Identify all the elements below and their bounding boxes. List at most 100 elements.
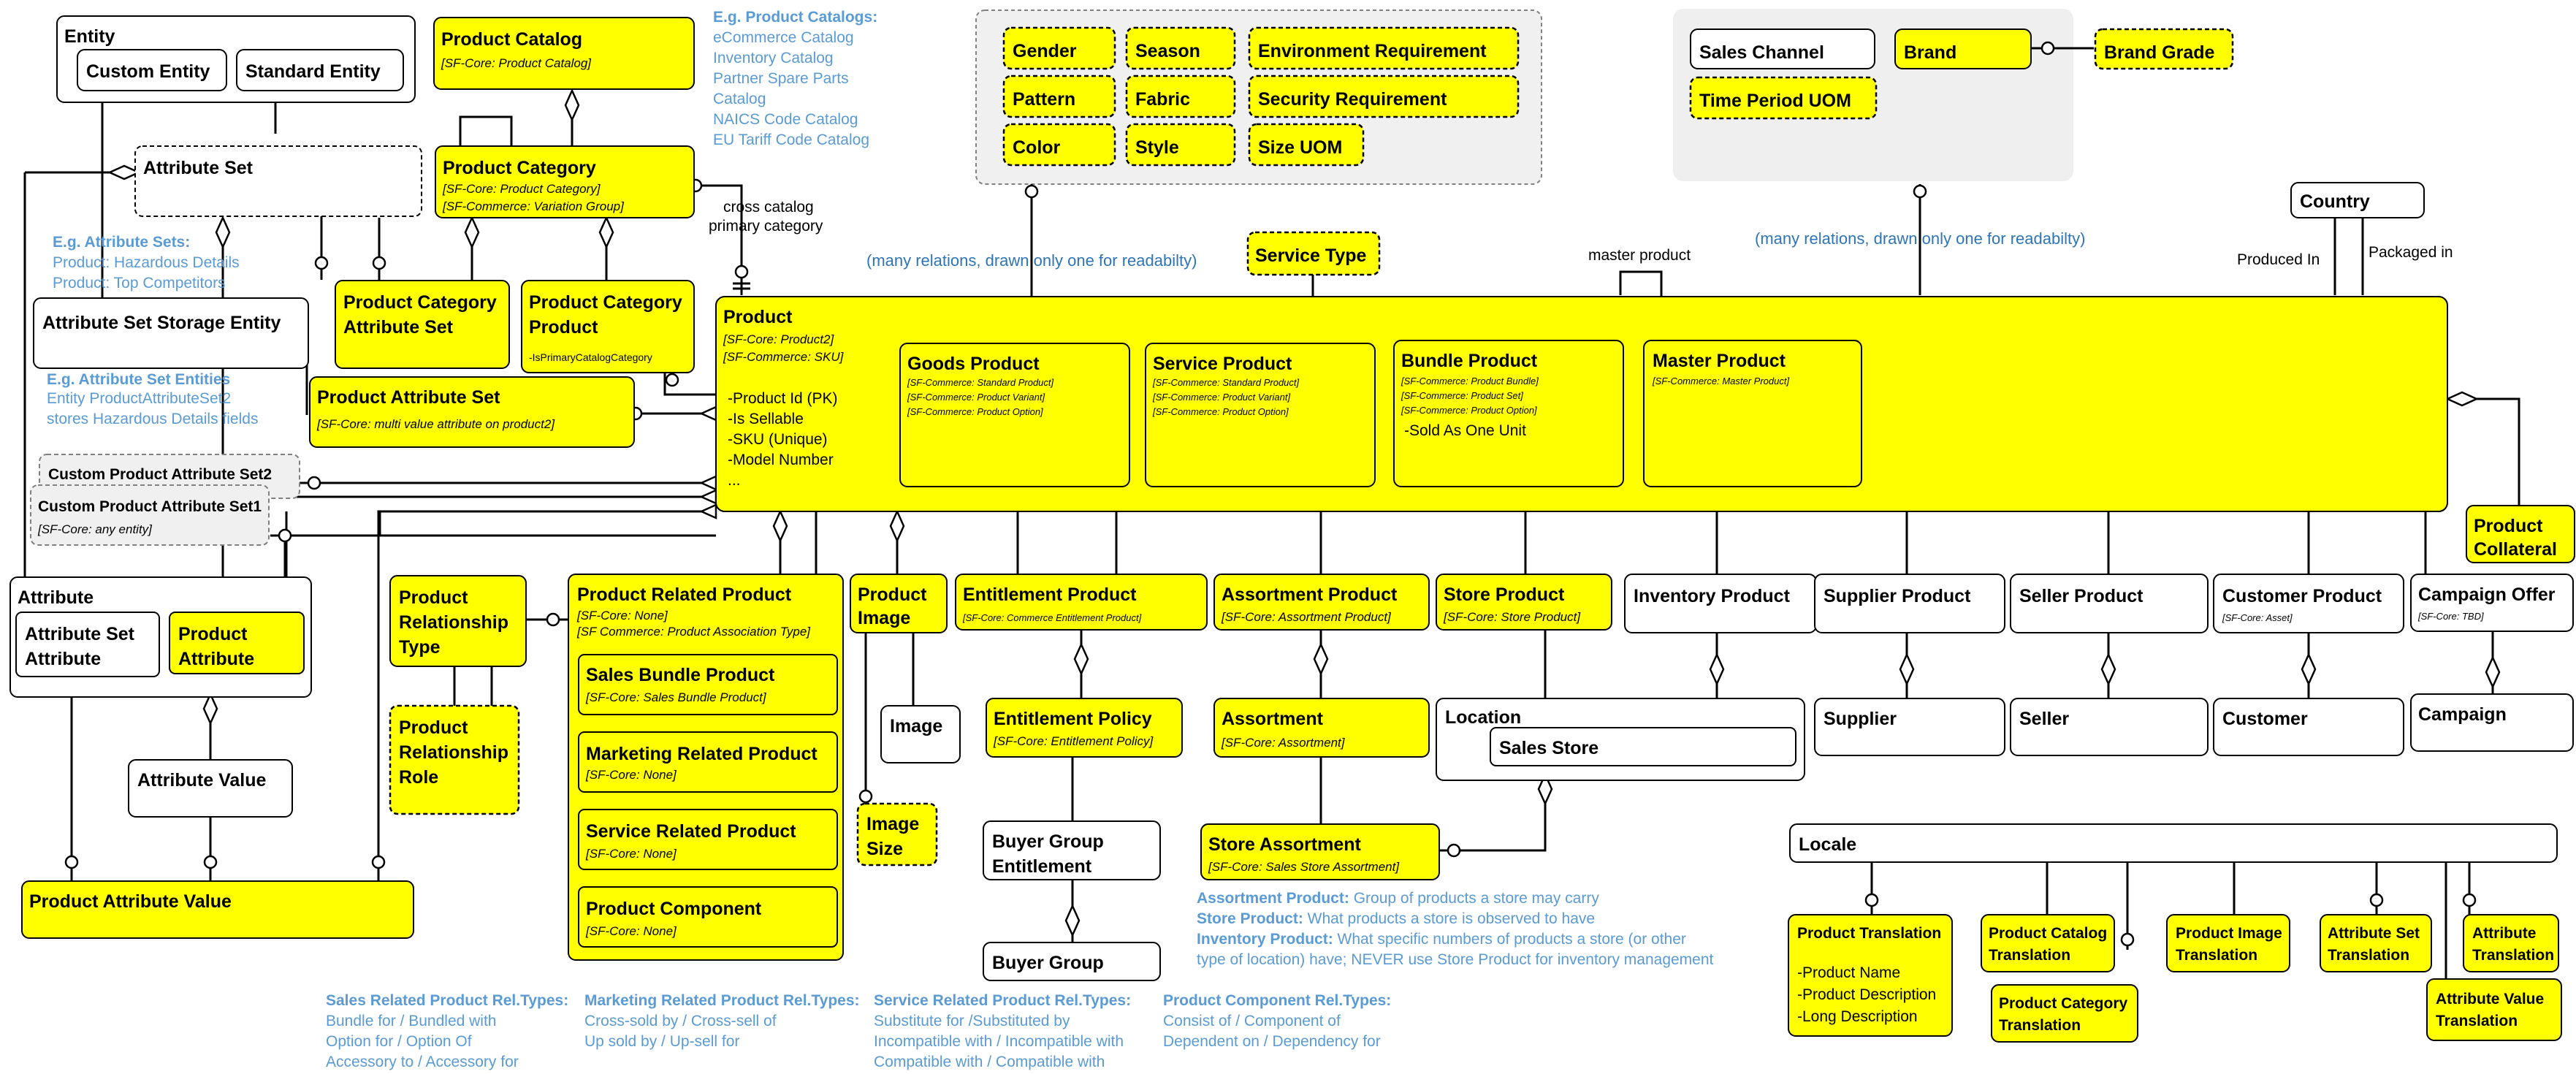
attribute-set-entities-note: E.g. Attribute Set Entities Entity Produ…	[47, 371, 258, 427]
svg-text:Product Category: Product Category	[529, 292, 682, 313]
svg-text:Product: Product	[529, 317, 598, 338]
svg-text:[SF-Commerce: Product Bundle]: [SF-Commerce: Product Bundle]	[1401, 376, 1539, 386]
svg-text:-Model Number: -Model Number	[728, 452, 834, 468]
svg-text:EU Tariff Code Catalog: EU Tariff Code Catalog	[713, 132, 869, 148]
svg-text:Product Category: Product Category	[1999, 995, 2128, 1012]
svg-text:Store Product: Store Product	[1444, 584, 1565, 605]
svg-text:Attribute Value: Attribute Value	[2436, 991, 2544, 1008]
assortment-product-box: Assortment Product [SF-Core: Assortment …	[1213, 574, 1430, 631]
service-product-box: Service Product [SF-Commerce: Standard P…	[1145, 343, 1376, 487]
supplier-box: Supplier	[1814, 698, 2005, 756]
product-category-product-box: Product Category Product -IsPrimaryCatal…	[521, 280, 695, 373]
svg-text:Product Catalog: Product Catalog	[441, 29, 582, 50]
locale-box: Locale	[1789, 823, 2558, 863]
svg-text:[SF-Commerce: Product Variant]: [SF-Commerce: Product Variant]	[1152, 392, 1290, 403]
buyer-group-entitlement-box: Buyer Group Entitlement	[983, 820, 1161, 880]
svg-text:Compatible with / Compatible w: Compatible with / Compatible with	[874, 1054, 1105, 1070]
svg-text:[SF-Core: Entitlement Policy]: [SF-Core: Entitlement Policy]	[993, 734, 1154, 748]
attribute-set-box: Attribute Set	[134, 145, 422, 217]
marketing-rel-types-note: Marketing Related Product Rel.Types: Cro…	[584, 992, 860, 1050]
svg-text:Role: Role	[399, 767, 438, 788]
svg-text:Campaign Offer: Campaign Offer	[2418, 584, 2556, 605]
svg-text:Entitlement Policy: Entitlement Policy	[994, 709, 1152, 729]
catalogs-note: E.g. Product Catalogs: eCommerce Catalog…	[713, 9, 877, 148]
product-image-box: Product Image	[850, 574, 948, 633]
color-box: Color	[1002, 123, 1116, 167]
master-product-label: master product	[1588, 247, 1691, 264]
svg-text:Supplier Product: Supplier Product	[1824, 586, 1971, 606]
svg-text:Customer: Customer	[2222, 709, 2308, 729]
attribute-translation-box: Attribute Translation	[2463, 914, 2559, 972]
svg-text:Translation: Translation	[1989, 947, 2070, 964]
campaign-box: Campaign	[2410, 693, 2574, 752]
many-relations-left-label: (many relations, drawn only one for read…	[866, 251, 1197, 270]
svg-text:[SF-Core: Sales Store Assortme: [SF-Core: Sales Store Assortment]	[1208, 860, 1400, 874]
supplier-product-box: Supplier Product	[1814, 574, 2005, 633]
svg-text:[SF-Core: Sales Bundle Product: [SF-Core: Sales Bundle Product]	[585, 690, 767, 704]
svg-text:[SF-Commerce: Standard Product: [SF-Commerce: Standard Product]	[1152, 377, 1300, 388]
produced-in-label: Produced In	[2237, 251, 2320, 268]
svg-text:E.g. Attribute Sets:: E.g. Attribute Sets:	[53, 234, 190, 251]
svg-text:Attribute Set: Attribute Set	[2328, 925, 2420, 942]
svg-text:Option for / Option Of: Option for / Option Of	[326, 1033, 472, 1050]
svg-text:Store Product: What products a: Store Product: What products a store is …	[1197, 910, 1595, 927]
svg-text:Product: Product	[2474, 516, 2543, 536]
cross-catalog-label: cross catalog	[723, 199, 814, 216]
gender-box: Gender	[1002, 26, 1116, 70]
product-category-translation-box: Product Category Translation	[1991, 984, 2138, 1043]
svg-text:Buyer Group: Buyer Group	[992, 831, 1104, 852]
svg-text:[SF-Core: Assortment Product]: [SF-Core: Assortment Product]	[1221, 610, 1392, 624]
svg-text:E.g. Attribute Set Entities: E.g. Attribute Set Entities	[47, 371, 230, 388]
svg-text:Cross-sold by / Cross-sell of: Cross-sold by / Cross-sell of	[584, 1013, 777, 1029]
brand-box: Brand	[1894, 28, 2032, 69]
svg-text:[SF-Commerce: Product Variant]: [SF-Commerce: Product Variant]	[907, 392, 1045, 403]
svg-text:Assortment Product: Assortment Product	[1222, 584, 1398, 605]
assortment-definitions-note: Assortment Product: Group of products a …	[1197, 890, 1714, 968]
svg-text:Product Category: Product Category	[343, 292, 497, 313]
goods-product-box: Goods Product [SF-Commerce: Standard Pro…	[899, 343, 1130, 487]
svg-text:Customer Product: Customer Product	[2222, 586, 2382, 606]
svg-text:-SKU (Unique): -SKU (Unique)	[728, 431, 828, 448]
svg-text:Inventory Product: Inventory Product	[1634, 586, 1791, 606]
svg-text:Entity ProductAttributeSet2: Entity ProductAttributeSet2	[47, 390, 231, 407]
attribute-set-storage-entity-box: Attribute Set Storage Entity	[33, 297, 309, 369]
svg-text:Product: Top Competitors: Product: Top Competitors	[53, 275, 226, 292]
svg-text:type of location) have; NEVER: type of location) have; NEVER use Store …	[1197, 951, 1714, 968]
svg-text:Custom Product Attribute Set2: Custom Product Attribute Set2	[48, 466, 272, 483]
svg-text:Attribute Set: Attribute Set	[143, 158, 254, 178]
svg-text:Product: Product	[399, 587, 468, 608]
svg-text:[SF-Core: Asset]: [SF-Core: Asset]	[2222, 612, 2293, 623]
svg-text:-Product Id (PK): -Product Id (PK)	[728, 390, 838, 407]
svg-text:Attribute: Attribute	[25, 649, 101, 669]
environment-requirement-box: Environment Requirement	[1248, 26, 1520, 70]
svg-text:Fabric: Fabric	[1135, 89, 1190, 110]
svg-text:Bundle for / Bundled with: Bundle for / Bundled with	[326, 1013, 496, 1029]
svg-text:Service Related Product: Service Related Product	[586, 821, 796, 842]
svg-text:Inventory Catalog: Inventory Catalog	[713, 50, 834, 66]
svg-text:Accessory to / Accessory for: Accessory to / Accessory for	[326, 1054, 519, 1070]
attribute-set-translation-box: Attribute Set Translation	[2320, 914, 2432, 972]
svg-text:Attribute: Attribute	[178, 649, 254, 669]
svg-text:[SF-Core: multi value attribut: [SF-Core: multi value attribute on produ…	[316, 417, 555, 431]
svg-text:E.g. Product Catalogs:: E.g. Product Catalogs:	[713, 9, 877, 26]
image-box: Image	[880, 705, 961, 763]
brand-grade-box: Brand Grade	[2094, 28, 2234, 70]
svg-text:Campaign: Campaign	[2418, 704, 2507, 725]
component-rel-types-note: Product Component Rel.Types: Consist of …	[1163, 992, 1391, 1050]
svg-text:-Sold As One Unit: -Sold As One Unit	[1404, 422, 1526, 439]
svg-text:stores Hazardous Details field: stores Hazardous Details fields	[47, 411, 258, 427]
svg-text:Image: Image	[890, 716, 942, 736]
svg-text:Marketing Related Product: Marketing Related Product	[586, 744, 818, 764]
svg-text:Translation: Translation	[2328, 947, 2409, 964]
svg-text:Attribute Set Storage Entity: Attribute Set Storage Entity	[42, 313, 281, 333]
svg-text:Sales Store: Sales Store	[1499, 738, 1598, 758]
product-relationship-type-box: Product Relationship Type	[389, 575, 527, 667]
svg-text:Security Requirement: Security Requirement	[1258, 89, 1447, 110]
master-product-box: Master Product [SF-Commerce: Master Prod…	[1643, 340, 1862, 487]
svg-text:Translation: Translation	[2472, 947, 2554, 964]
svg-text:Relationship: Relationship	[399, 742, 508, 763]
svg-text:[SF-Core: Product Category]: [SF-Core: Product Category]	[442, 182, 601, 196]
svg-text:Product Related Product: Product Related Product	[577, 584, 792, 605]
svg-text:[SF-Commerce: Variation Group]: [SF-Commerce: Variation Group]	[442, 199, 625, 213]
